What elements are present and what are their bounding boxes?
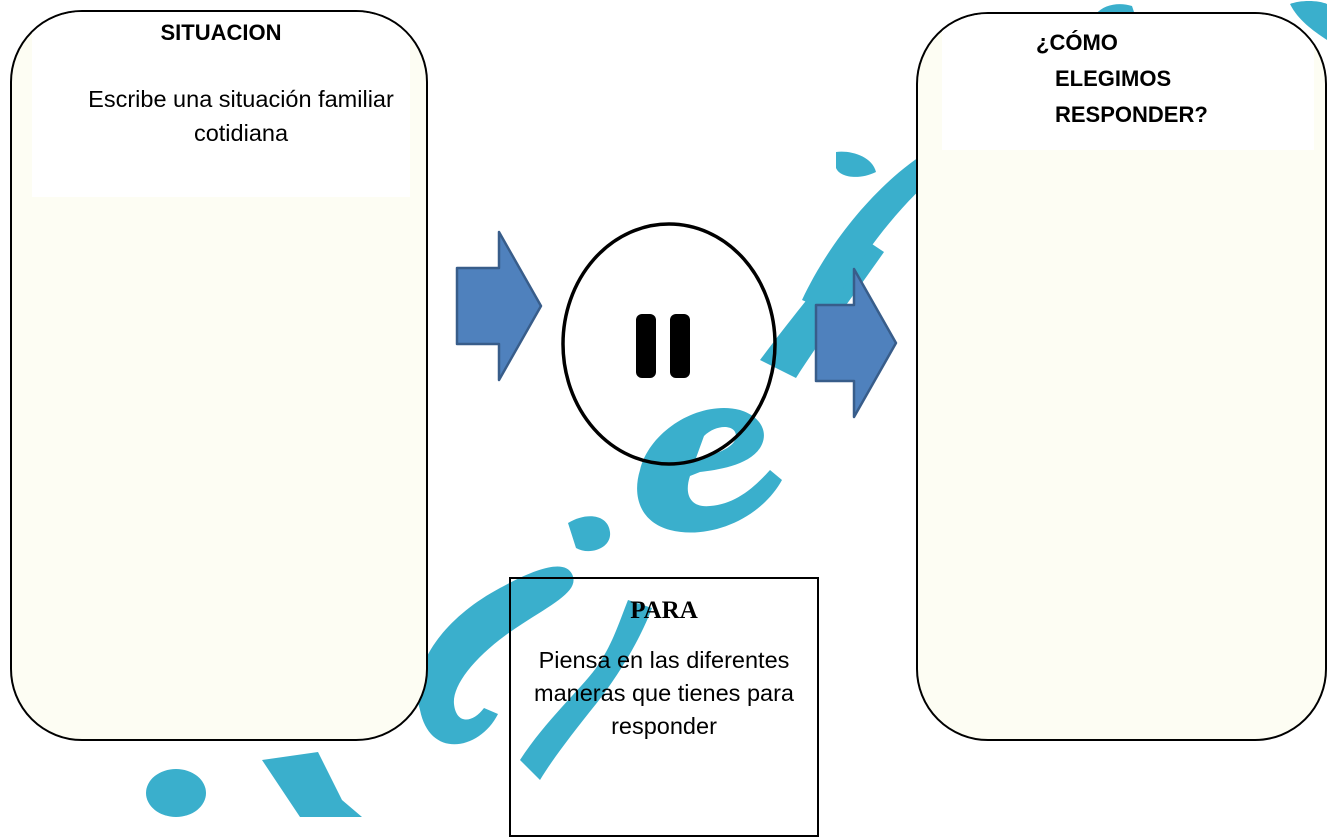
situation-card-header: SITUACION Escribe una situación familiar… bbox=[32, 12, 410, 197]
watermark-stroke-8 bbox=[836, 151, 876, 177]
response-title: ¿CÓMO ELEGIMOS RESPONDER? bbox=[1036, 25, 1208, 133]
watermark-stroke-1 bbox=[262, 752, 362, 817]
pause-icon bbox=[561, 222, 777, 466]
situation-card: SITUACION Escribe una situación familiar… bbox=[10, 10, 428, 741]
stop-instruction: Piensa en las diferentes maneras que tie… bbox=[534, 647, 794, 739]
stop-instruction-box: PARA Piensa en las diferentes maneras qu… bbox=[509, 577, 819, 837]
situation-title: SITUACION bbox=[160, 20, 282, 45]
response-title-line-1: ¿CÓMO bbox=[1036, 30, 1118, 55]
watermark-stroke-4 bbox=[568, 516, 611, 552]
situation-instruction: Escribe una situación familiar cotidiana bbox=[88, 86, 394, 146]
response-title-line-3: RESPONDER? bbox=[1055, 102, 1208, 127]
stop-title: PARA bbox=[630, 597, 698, 624]
response-card-header: ¿CÓMO ELEGIMOS RESPONDER? bbox=[942, 14, 1314, 150]
response-title-line-2: ELEGIMOS bbox=[1055, 66, 1172, 91]
watermark-dot bbox=[146, 769, 206, 817]
right-arrow-icon bbox=[455, 230, 543, 382]
response-card: ¿CÓMO ELEGIMOS RESPONDER? bbox=[916, 12, 1327, 741]
right-arrow-icon bbox=[814, 267, 898, 419]
